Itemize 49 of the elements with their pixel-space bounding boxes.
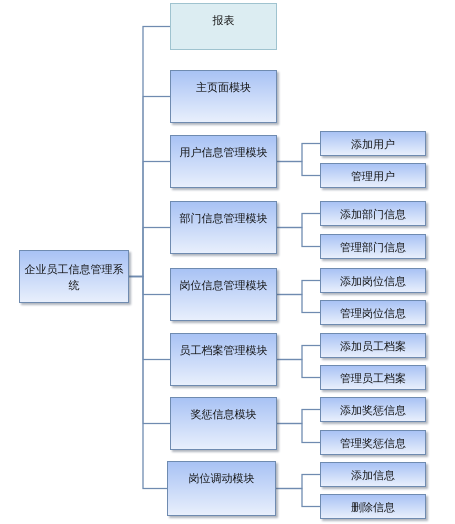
- box-label: 添加岗位信息: [339, 274, 407, 290]
- function-box: [320, 300, 426, 325]
- box-label: 岗位信息管理模块: [178, 278, 268, 294]
- box-label: 主页面模块: [195, 80, 252, 96]
- module-box: [170, 397, 277, 450]
- function-box: [320, 333, 426, 358]
- box-label: 添加信息: [350, 468, 396, 484]
- box-label: 删除信息: [350, 500, 396, 516]
- function-box: [320, 201, 426, 226]
- module-box: [167, 461, 276, 516]
- box-label: 企业员工信息管理系统: [24, 262, 124, 294]
- connector-line: [129, 276, 167, 490]
- module-box: [170, 333, 277, 386]
- box-label: 管理部门信息: [339, 240, 407, 256]
- connector-line: [276, 488, 320, 508]
- box-label: 添加部门信息: [339, 206, 407, 222]
- report-box: [170, 3, 277, 50]
- function-box: [320, 131, 426, 156]
- box-label: 岗位调动模块: [188, 471, 256, 487]
- function-box: [320, 397, 426, 422]
- connector-line: [277, 294, 320, 314]
- function-box: [320, 365, 426, 390]
- function-box: [320, 430, 426, 455]
- box-label: 管理员工档案: [339, 370, 407, 386]
- function-box: [320, 268, 426, 293]
- module-box: [170, 201, 277, 254]
- function-box: [320, 494, 426, 519]
- module-box: [170, 135, 277, 188]
- box-label: 管理用户: [350, 168, 396, 184]
- module-box: [170, 268, 277, 321]
- module-box: [19, 250, 129, 303]
- box-label: 管理岗位信息: [339, 306, 407, 322]
- box-label: 部门信息管理模块: [178, 211, 268, 227]
- box-label: 管理奖惩信息: [339, 436, 407, 452]
- function-box: [320, 163, 426, 188]
- connector-line: [277, 160, 320, 176]
- box-label: 添加员工档案: [339, 338, 407, 354]
- function-box: [320, 462, 426, 487]
- connector-line: [277, 422, 320, 444]
- module-box: [170, 70, 277, 123]
- box-label: 用户信息管理模块: [178, 145, 268, 161]
- connector-line: [277, 226, 320, 248]
- box-label: 奖惩信息模块: [190, 407, 258, 423]
- box-label: 添加奖惩信息: [339, 402, 407, 418]
- connector-line: [277, 358, 320, 378]
- function-box: [320, 234, 426, 259]
- box-label: 报表: [212, 13, 236, 29]
- box-label: 添加用户: [350, 136, 396, 152]
- box-label: 员工档案管理模块: [178, 343, 268, 359]
